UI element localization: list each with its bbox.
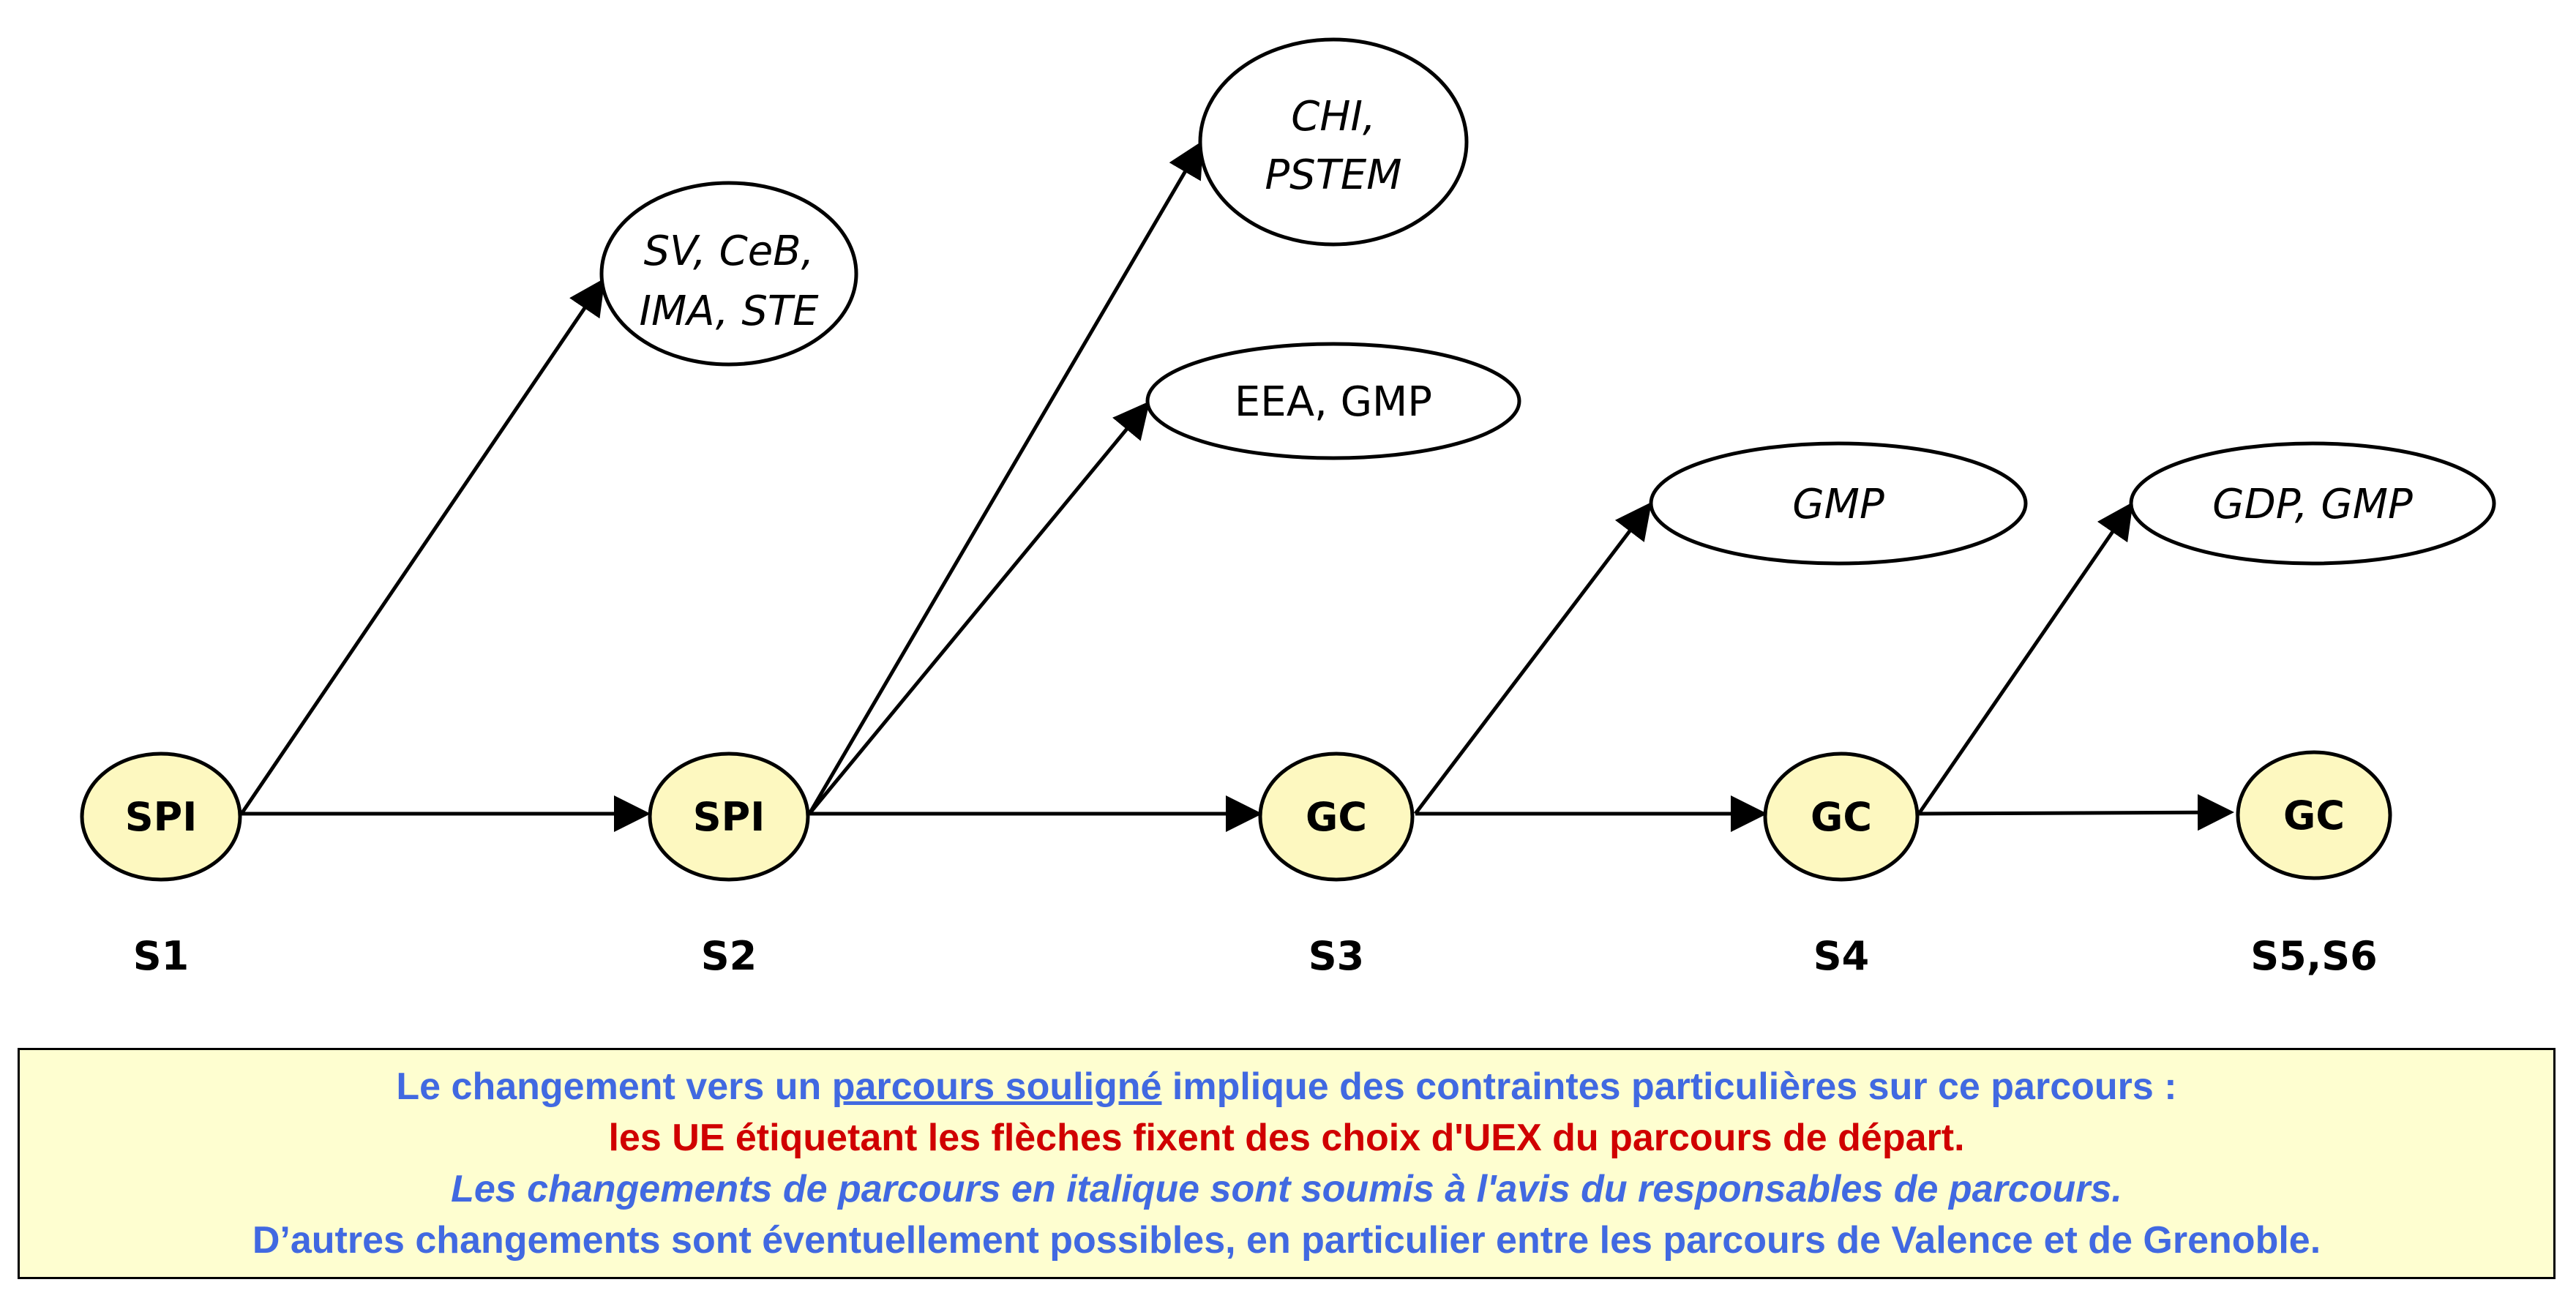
node-s3-label: GC: [1306, 794, 1367, 840]
target-4: GMP: [1649, 441, 2028, 566]
target-3-shape: [1145, 342, 1521, 460]
legend-line-1: Le changement vers un parcours souligné …: [396, 1061, 2176, 1112]
node-s2-shape: [648, 752, 810, 882]
legend-box: Le changement vers un parcours souligné …: [18, 1048, 2556, 1279]
legend-line-3: Les changements de parcours en italique …: [451, 1168, 2122, 1210]
arrow-s4-s56: [1918, 794, 2234, 831]
node-s4-label: GC: [1811, 794, 1872, 840]
target-3-line-1: EEA, GMP: [1235, 378, 1432, 426]
semester-label-s3: S3: [1308, 933, 1364, 979]
semester-label-s56: S5,S6: [2250, 933, 2377, 979]
node-s4: GC: [1763, 752, 1920, 882]
arrow-s2-target3: [808, 401, 1150, 815]
target-2-line-2: PSTEM: [1265, 151, 1401, 199]
node-s56-shape: [2236, 750, 2392, 880]
semester-label-s2: S2: [701, 933, 757, 979]
arrow-s3-target4: [1414, 502, 1652, 815]
target-1-line-1: SV, CeB,: [644, 228, 815, 275]
semester-label-s4: S4: [1813, 933, 1869, 979]
node-s56: GC: [2236, 750, 2392, 880]
node-s56-label: GC: [2283, 792, 2345, 839]
node-s1: SPI: [80, 752, 242, 882]
node-s4-shape: [1763, 752, 1920, 882]
legend-underlined-term: parcours souligné: [831, 1065, 1162, 1108]
target-2: CHI, PSTEM: [1198, 37, 1469, 247]
target-5-line-1: GDP, GMP: [2212, 481, 2413, 528]
node-s1-shape: [80, 752, 242, 882]
target-4-shape: [1649, 441, 2028, 566]
target-4-line-1: GMP: [1792, 481, 1884, 528]
node-s3: GC: [1258, 752, 1415, 882]
target-3: EEA, GMP: [1145, 342, 1521, 460]
node-s3-shape: [1258, 752, 1415, 882]
arrow-s1-target1: [239, 277, 605, 815]
target-1-line-2: IMA, STE: [640, 288, 820, 335]
legend-line-1-start: Le changement vers un: [396, 1065, 832, 1108]
target-1-shape: [599, 181, 858, 367]
target-5-shape: [2129, 441, 2496, 566]
arrow-s4-target5: [1917, 501, 2133, 815]
legend-line-4: D’autres changements sont éventuellement…: [252, 1219, 2321, 1262]
target-2-line-1: CHI,: [1291, 93, 1376, 140]
node-s2: SPI: [648, 752, 810, 882]
target-1: SV, CeB, IMA, STE: [599, 181, 858, 367]
node-s1-label: SPI: [125, 794, 198, 840]
target-5: GDP, GMP: [2129, 441, 2496, 566]
semester-label-s1: S1: [133, 933, 189, 979]
node-s2-label: SPI: [693, 794, 765, 840]
arrows: [239, 140, 2234, 832]
arrow-s2-target2: [807, 140, 1204, 815]
target-2-shape: [1198, 37, 1469, 247]
legend-line-2: les UE étiquetant les flèches fixent des…: [608, 1117, 1965, 1159]
legend-line-1-end: implique des contraintes particulières s…: [1161, 1065, 2177, 1108]
